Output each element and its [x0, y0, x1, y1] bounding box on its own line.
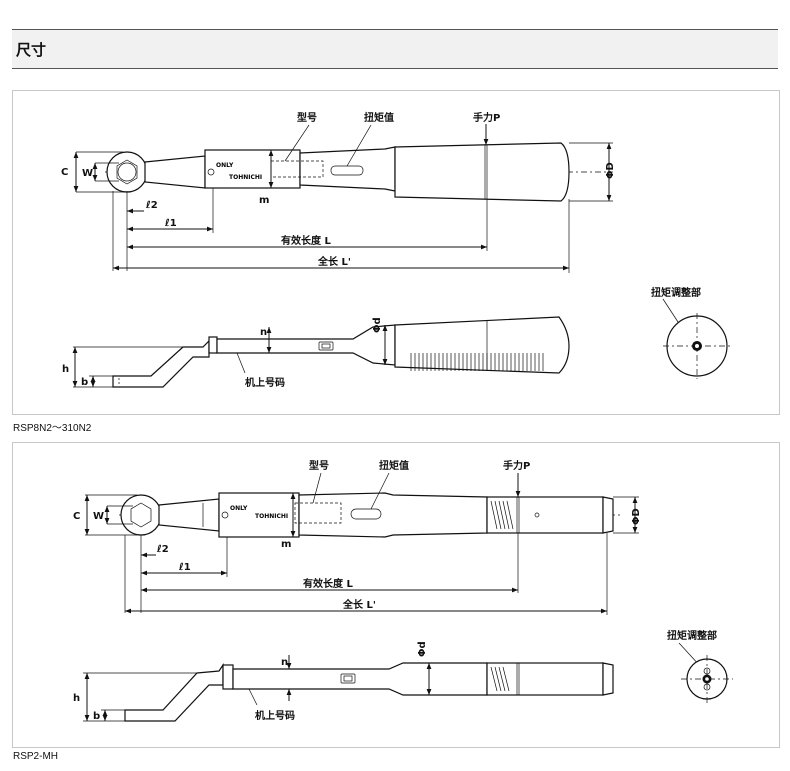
brand-tohnichi-label-2: TOHNICHI	[255, 513, 288, 520]
model-label-2: 型号	[309, 459, 329, 472]
machine-number-label-2: 机上号码	[255, 709, 295, 722]
brand-only-label-2: ONLY	[230, 505, 248, 512]
dim-h-label-2: h	[73, 693, 80, 704]
torque-value-label-2: 扭矩值	[379, 459, 409, 472]
torque-value-label: 扭矩值	[364, 111, 394, 124]
grip-knurling	[410, 353, 544, 371]
effective-length-label-2: 有效长度 L	[303, 577, 353, 590]
dim-n-label-2: n	[281, 657, 288, 668]
dim-l1-label: ℓ1	[164, 218, 177, 229]
dim-phi-d-label-2: ΦD	[631, 508, 642, 525]
dim-w-label-2: W	[93, 511, 104, 522]
dim-c-label-2: C	[73, 511, 80, 522]
dim-l2-label: ℓ2	[145, 200, 158, 211]
dim-w-label: W	[82, 168, 93, 179]
machine-number-label: 机上号码	[245, 376, 285, 389]
dim-b-label: b	[81, 377, 88, 388]
dim-c-label: C	[61, 167, 68, 178]
dim-m-label-2: m	[281, 539, 291, 550]
figure-panel-2: ONLY TOHNICHI C W m 型号 扭矩值 手力P ΦD ℓ2 ℓ1 …	[12, 442, 780, 748]
dim-phi-d-small-label-2: Φd	[417, 641, 428, 657]
total-length-label-2: 全长 L'	[342, 598, 376, 611]
section-header: 尺寸	[12, 29, 778, 69]
figure-panel-1: ONLY TOHNICHI C W m 型号 扭矩值 手力P ΦD ℓ2 ℓ1 …	[12, 90, 780, 415]
wrench-top-view-2: ONLY TOHNICHI	[119, 492, 623, 538]
torque-adjust-label: 扭矩调整部	[651, 286, 701, 299]
dim-m-label: m	[259, 195, 269, 206]
brand-tohnichi-label: TOHNICHI	[229, 174, 262, 181]
dim-n-label: n	[260, 327, 267, 338]
dim-b-label-2: b	[93, 711, 100, 722]
wrench-side-view-2	[124, 662, 614, 722]
dim-l1-label-2: ℓ1	[178, 562, 191, 573]
torque-adjust-detail	[663, 313, 731, 379]
wrench-diagram-1: ONLY TOHNICHI C W m 型号 扭矩值 手力P ΦD ℓ2 ℓ1 …	[61, 111, 731, 389]
dim-h-label: h	[62, 364, 69, 375]
wrench-top-view: ONLY TOHNICHI	[105, 142, 613, 202]
wrench-diagram-2: ONLY TOHNICHI C W m 型号 扭矩值 手力P ΦD ℓ2 ℓ1 …	[73, 459, 733, 722]
figure-caption-1: RSP8N2～310N2	[13, 423, 92, 434]
figure-caption-2: RSP2-MH	[13, 751, 59, 762]
effective-length-label: 有效长度 L	[281, 234, 331, 247]
brand-only-label: ONLY	[216, 162, 234, 169]
dim-l2-label-2: ℓ2	[156, 544, 169, 555]
dim-phi-d-small-label: Φd	[372, 317, 383, 333]
dim-phi-d-label: ΦD	[605, 162, 616, 179]
section-title: 尺寸	[16, 41, 47, 59]
torque-adjust-detail-2	[681, 655, 733, 703]
hand-force-label-2: 手力P	[503, 459, 530, 472]
total-length-label: 全长 L'	[317, 255, 351, 268]
hand-force-label: 手力P	[473, 111, 500, 124]
torque-adjust-label-2: 扭矩调整部	[667, 629, 717, 642]
model-label: 型号	[297, 111, 317, 124]
wrench-side-view	[112, 316, 570, 388]
